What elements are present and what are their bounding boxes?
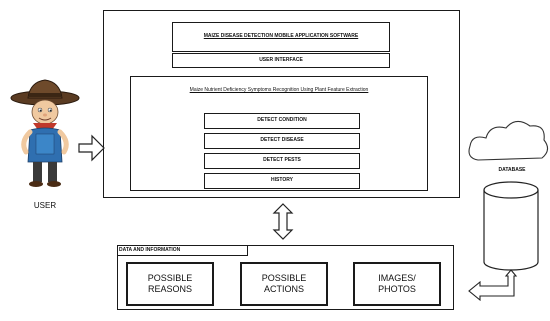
function-history: HISTORY bbox=[271, 177, 293, 184]
cloud-icon bbox=[468, 120, 549, 161]
reasons-label: POSSIBLE REASONS bbox=[147, 273, 193, 294]
function-detect-pests-box bbox=[204, 153, 360, 169]
actions-box bbox=[240, 262, 328, 306]
database-label: DATABASE bbox=[498, 167, 526, 174]
actions-label: POSSIBLE ACTIONS bbox=[261, 273, 307, 294]
photos-box bbox=[353, 262, 441, 306]
photos-label: IMAGES/ PHOTOS bbox=[378, 273, 416, 294]
user-to-system-arrow bbox=[78, 134, 105, 162]
function-history-box bbox=[204, 173, 360, 189]
function-detect-disease: DETECT DISEASE bbox=[260, 137, 304, 144]
reasons-box bbox=[126, 262, 214, 306]
app-title: MAIZE DISEASE DETECTION MOBILE APPLICATI… bbox=[203, 33, 359, 40]
function-detect-condition-box bbox=[204, 113, 360, 129]
database-to-data-arrow bbox=[468, 269, 518, 302]
app-title-box bbox=[172, 22, 390, 52]
function-detect-pests: DETECT PESTS bbox=[263, 157, 301, 164]
user-interface-label: USER INTERFACE bbox=[259, 56, 303, 63]
user-label: USER bbox=[33, 201, 57, 211]
function-detect-condition: DETECT CONDITION bbox=[257, 117, 307, 124]
engine-title: Maize Nutrient Deficiency Symptoms Recog… bbox=[189, 87, 369, 94]
data-panel-title: DATA AND INFORMATION bbox=[119, 246, 181, 253]
function-detect-disease-box bbox=[204, 133, 360, 149]
data-panel-title-box bbox=[117, 245, 248, 256]
farmer-icon bbox=[10, 79, 80, 187]
database-icon bbox=[483, 181, 539, 271]
bidirectional-arrow bbox=[272, 203, 294, 240]
user-interface-box bbox=[172, 53, 390, 68]
